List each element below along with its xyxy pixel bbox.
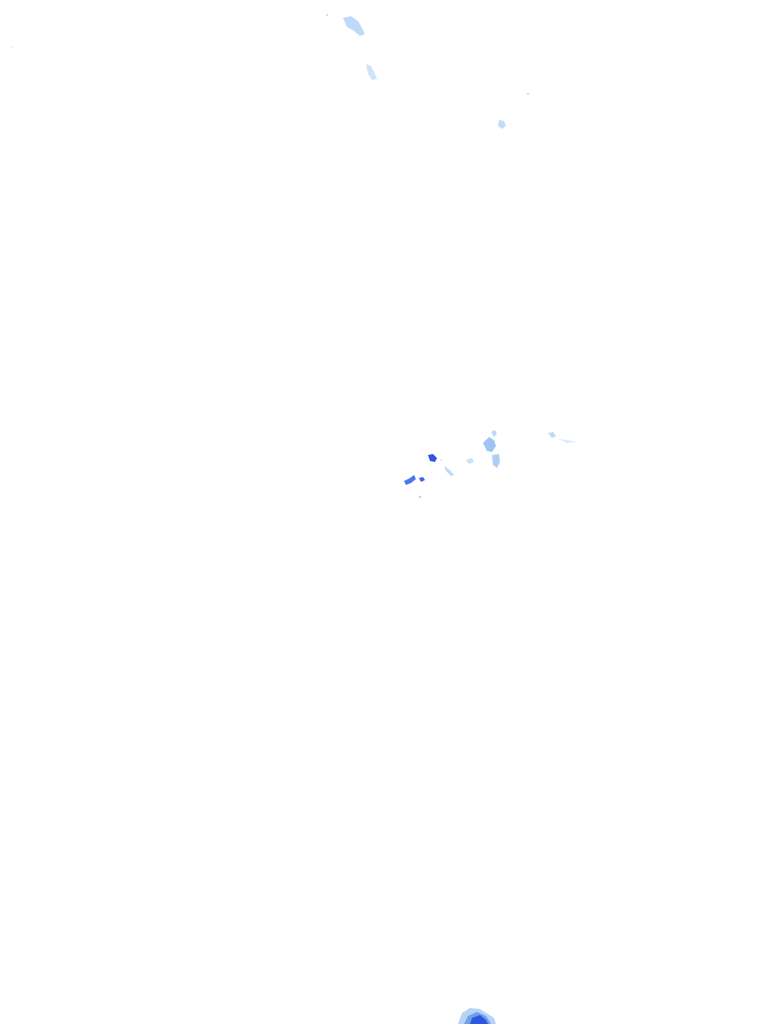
light-echo-streak <box>558 439 576 443</box>
light-echo-blob <box>492 454 500 468</box>
light-echo-speck <box>440 459 442 461</box>
light-echo-speck <box>11 46 13 48</box>
moderate-echo-blob <box>404 475 416 485</box>
light-echo-speck <box>325 13 329 17</box>
light-echo-blob <box>366 64 377 80</box>
strong-echo-blob <box>470 1015 488 1024</box>
echo-cluster-central <box>404 430 576 499</box>
echo-cluster-south <box>458 1008 496 1024</box>
light-echo-speck <box>418 495 422 499</box>
light-echo-blob <box>491 430 497 437</box>
light-echo-blob <box>343 16 365 36</box>
light-echo-streak <box>444 466 454 476</box>
strong-echo-blob <box>428 454 437 462</box>
light-echo-blob <box>548 432 556 438</box>
light-echo-blob <box>483 437 496 452</box>
moderate-echo-blob <box>419 477 425 482</box>
echo-cluster-north <box>11 13 530 129</box>
light-echo-blob <box>466 458 474 464</box>
light-echo-blob <box>498 120 506 129</box>
light-echo-speck <box>526 92 530 96</box>
